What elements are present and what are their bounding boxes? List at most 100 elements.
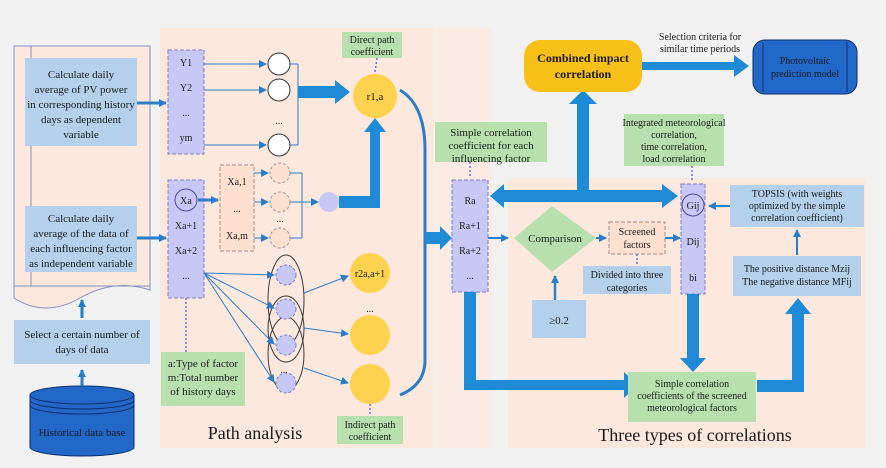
integrated-label-box (624, 114, 724, 166)
pv-average-text: Calculate daily average of PV power in cor… (27, 69, 135, 141)
indirect-ellipsis: ... (366, 304, 374, 315)
y-item: Y2 (180, 83, 192, 94)
pv-box-line: Calculate daily (48, 69, 115, 81)
topsis-line: correlation coefficient) (751, 213, 843, 224)
select-box-line: days of data (55, 344, 108, 356)
x-item: ... (182, 271, 190, 282)
direct-path-node (353, 74, 397, 118)
simple-screened-line: Simple correlation (655, 379, 729, 390)
combined-line: Combined impact (537, 51, 629, 65)
y-item: ym (180, 133, 193, 144)
pv-model-line: prediction model (771, 69, 839, 80)
divided-line: Divided into three (591, 270, 664, 281)
indirect-label-line: coefficient (349, 432, 392, 443)
indirect-node-2 (350, 315, 390, 355)
combined-line: correlation (555, 67, 612, 81)
y-node (267, 52, 291, 76)
screened-line: factors (623, 240, 650, 251)
selection-line: Selection criteria for (659, 32, 742, 43)
arrow-g-to-simple (680, 294, 706, 372)
screened-line: Screened (619, 227, 656, 238)
arrow-to-combined (569, 90, 597, 190)
arrow-to-direct-vertical (339, 118, 386, 208)
simple-screened-box (628, 372, 756, 422)
document-wave (13, 285, 151, 309)
select-days-box (14, 320, 150, 364)
indirect-group (267, 254, 305, 394)
threshold-label: ≥0.2 (549, 315, 569, 327)
xa-node (269, 227, 291, 249)
database-label: Historical data base (39, 427, 126, 439)
xa-sub-item: ... (233, 204, 241, 215)
direct-path-label-box (342, 32, 402, 58)
simple-corr-line: coefficient for each (448, 140, 534, 152)
xa-node (269, 162, 291, 184)
g-item: bi (689, 273, 697, 284)
simple-screened-line: meteorological factors (647, 403, 737, 414)
simple-corr-line: Simple correlation (450, 127, 532, 139)
pv-box-line: in corresponding history (27, 99, 135, 111)
r-item: Ra+2 (459, 246, 481, 257)
distance-box (733, 256, 861, 296)
g-item: Dij (687, 237, 700, 248)
xa-sub-item: Xa,m (226, 231, 248, 242)
xa-aggregate-node (319, 192, 339, 212)
y-ellipsis: ... (275, 116, 283, 127)
pv-box-line: days as dependent (41, 114, 121, 126)
r-coefficients-box (451, 179, 489, 293)
simple-corr-line: influencing factor (452, 153, 531, 165)
distance-line: The negative distance MFij (742, 277, 852, 288)
pv-box-line: variable (63, 129, 99, 141)
y-variables-box (167, 49, 205, 155)
g-item: Gij (687, 201, 700, 212)
note-line: of history days (170, 386, 235, 398)
factor-box-line: average of the data of (33, 228, 129, 240)
arrow-to-direct (298, 80, 350, 104)
divided-line: categories (607, 283, 648, 294)
integrated-line: correlation, (651, 130, 697, 141)
arrow-simple-to-distance (757, 298, 811, 392)
topsis-line: optimized by the simple (749, 201, 846, 212)
r-item: ... (466, 271, 474, 282)
r-item: Ra (464, 196, 476, 207)
pv-box-line: average of PV power (35, 84, 128, 96)
simple-corr-label-box (435, 122, 547, 162)
simple-screened-line: coefficients of the screened (637, 391, 746, 402)
factor-note-box (161, 352, 245, 406)
x-item: Xa (180, 196, 192, 207)
topsis-box (730, 185, 864, 227)
arrow-r-to-simple (464, 292, 638, 398)
xa-node (269, 191, 291, 213)
direct-label-line: coefficient (351, 47, 394, 58)
indirect-path-label-box (337, 416, 403, 444)
x-item: Xa+1 (175, 221, 197, 232)
double-arrow (490, 184, 678, 208)
threshold-box (532, 300, 586, 338)
xa-sub-item: Xa,1 (227, 177, 246, 188)
y-node (267, 133, 291, 157)
integrated-line: time correlation, (641, 142, 707, 153)
note-line: a:Type of factor (168, 358, 238, 370)
divided-box (583, 266, 671, 294)
integrated-line: load correlation (642, 154, 705, 165)
topsis-line: TOPSIS (with weights (752, 189, 842, 200)
factor-box-line: as independent variable (29, 258, 133, 270)
direct-label-line: Direct path (350, 35, 395, 46)
xa-ellipsis: ... (276, 214, 284, 225)
combined-impact-box (524, 40, 642, 92)
y-item: ... (182, 108, 190, 119)
factor-average-box (25, 206, 137, 272)
comparison-diamond (514, 206, 596, 272)
bracket-curve (399, 88, 427, 397)
arrow-to-pv-model (642, 55, 749, 77)
database-icon (29, 385, 135, 457)
integrated-line: Integrated meteorological (622, 118, 725, 129)
r-item: Ra+1 (459, 221, 481, 232)
factor-box-line: Calculate daily (48, 213, 115, 225)
indirect-label-line: Indirect path (345, 420, 396, 431)
path-analysis-title: Path analysis (208, 423, 303, 443)
indirect-node-1 (350, 253, 390, 293)
factor-box-line: each influencing factor (30, 243, 132, 255)
